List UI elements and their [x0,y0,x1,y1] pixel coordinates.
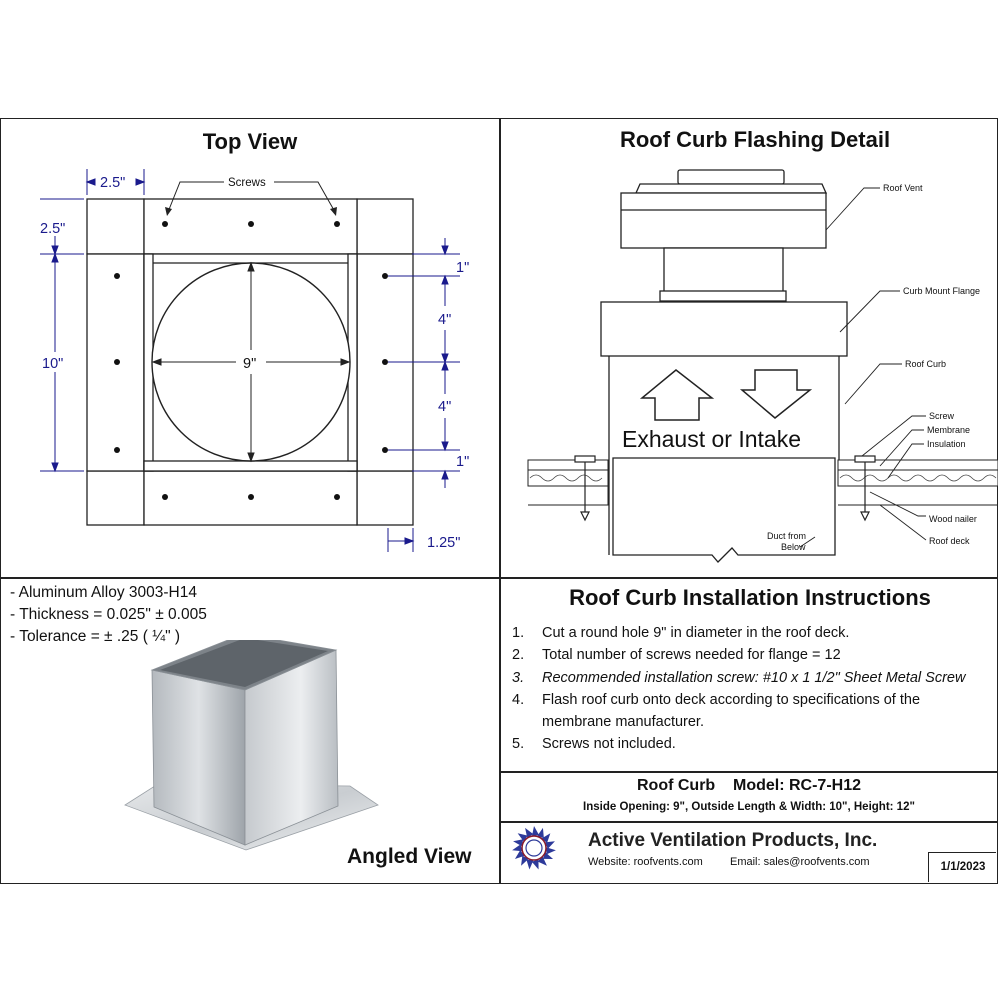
company-website: Website: roofvents.com [588,856,703,868]
corner-tab-bl [86,470,145,526]
label-wood-nailer: Wood nailer [929,514,977,524]
dim-opening: 9" [243,356,256,372]
screw-holes [114,221,388,500]
intake-arrow [739,369,813,419]
top-view-title: Top View [202,129,298,154]
dim-flange-width: 2.5" [100,175,125,191]
exhaust-arrow [639,369,715,421]
instruction-step-3: 3.Recommended installation screw: #10 x … [512,669,966,686]
membrane-insulation-left [527,459,609,487]
instructions-list: 1.Cut a round hole 9" in diameter in the… [508,622,988,756]
label-roof-deck: Roof deck [929,536,970,546]
spec-tolerance: - Tolerance = ± .25 ( ¼" ) [10,628,181,645]
date-box [928,852,996,882]
curb-mount-flange [600,301,848,357]
drawing-date: 1/1/2023 [940,861,986,873]
dim-edge-offset: 1.25" [427,535,460,551]
company-logo [512,826,556,870]
roof-vent [620,192,827,249]
dim-flange-height: 2.5" [40,221,65,237]
angled-view-illustration [124,640,379,851]
spec-thickness: - Thickness = 0.025" ± 0.005 [10,606,207,623]
flashing-detail-title: Roof Curb Flashing Detail [619,127,891,152]
label-screw: Screw [929,411,955,421]
label-duct-line2: Below [781,542,806,552]
divider-horizontal [0,577,998,579]
label-curb-mount-flange: Curb Mount Flange [903,286,980,296]
company-email: Email: sales@roofvents.com [730,856,870,868]
instruction-step-5: 5.Screws not included. [512,736,676,753]
corner-tab-tl [86,198,145,255]
product-name: Roof Curb [637,777,716,794]
label-insulation: Insulation [927,439,966,449]
instructions-title: Roof Curb Installation Instructions [569,585,931,610]
company-name: Active Ventilation Products, Inc. [588,830,878,851]
label-membrane: Membrane [927,425,970,435]
instruction-step-1: 1.Cut a round hole 9" in diameter in the… [512,625,850,641]
dim-screw-top: 1" [456,260,469,276]
top-view-drawing: 2.5" 2.5" 10" 1" 4" 4" 1" 1.25" 9" Screw… [40,169,469,552]
corner-tab-tr [356,198,414,255]
divider-vertical [499,118,501,884]
corner-tab-br [356,470,414,526]
dim-screw-bottom: 1" [456,454,469,470]
model-heading: Roof Curb Model: RC-7-H12 [500,777,998,795]
model-number: Model: RC-7-H12 [732,777,861,794]
divider-model [499,771,998,773]
flow-label: Exhaust or Intake [622,426,801,452]
spec-alloy: - Aluminum Alloy 3003-H14 [10,584,197,601]
instruction-step-2: 2.Total number of screws needed for flan… [512,647,841,664]
duct-from-below [612,457,836,563]
screws-callout: Screws [228,177,266,189]
dim-spacing-1: 4" [438,312,451,328]
flashing-detail-drawing: Roof Vent Curb Mount Flange Roof Curb Sc… [527,169,998,563]
label-roof-vent: Roof Vent [883,183,923,193]
instruction-step-4-cont: membrane manufacturer. [542,714,704,731]
angled-view-label: Angled View [347,845,472,868]
curb-wall-bottom [143,460,358,472]
model-dimensions: Inside Opening: 9", Outside Length & Wid… [583,801,915,813]
dim-overall: 10" [42,356,63,372]
dim-spacing-2: 4" [438,399,451,415]
divider-company [499,821,998,823]
label-duct-line1: Duct from [767,531,806,541]
label-roof-curb: Roof Curb [905,359,946,369]
membrane-insulation-right [837,459,998,487]
instruction-step-4: 4.Flash roof curb onto deck according to… [512,691,921,708]
